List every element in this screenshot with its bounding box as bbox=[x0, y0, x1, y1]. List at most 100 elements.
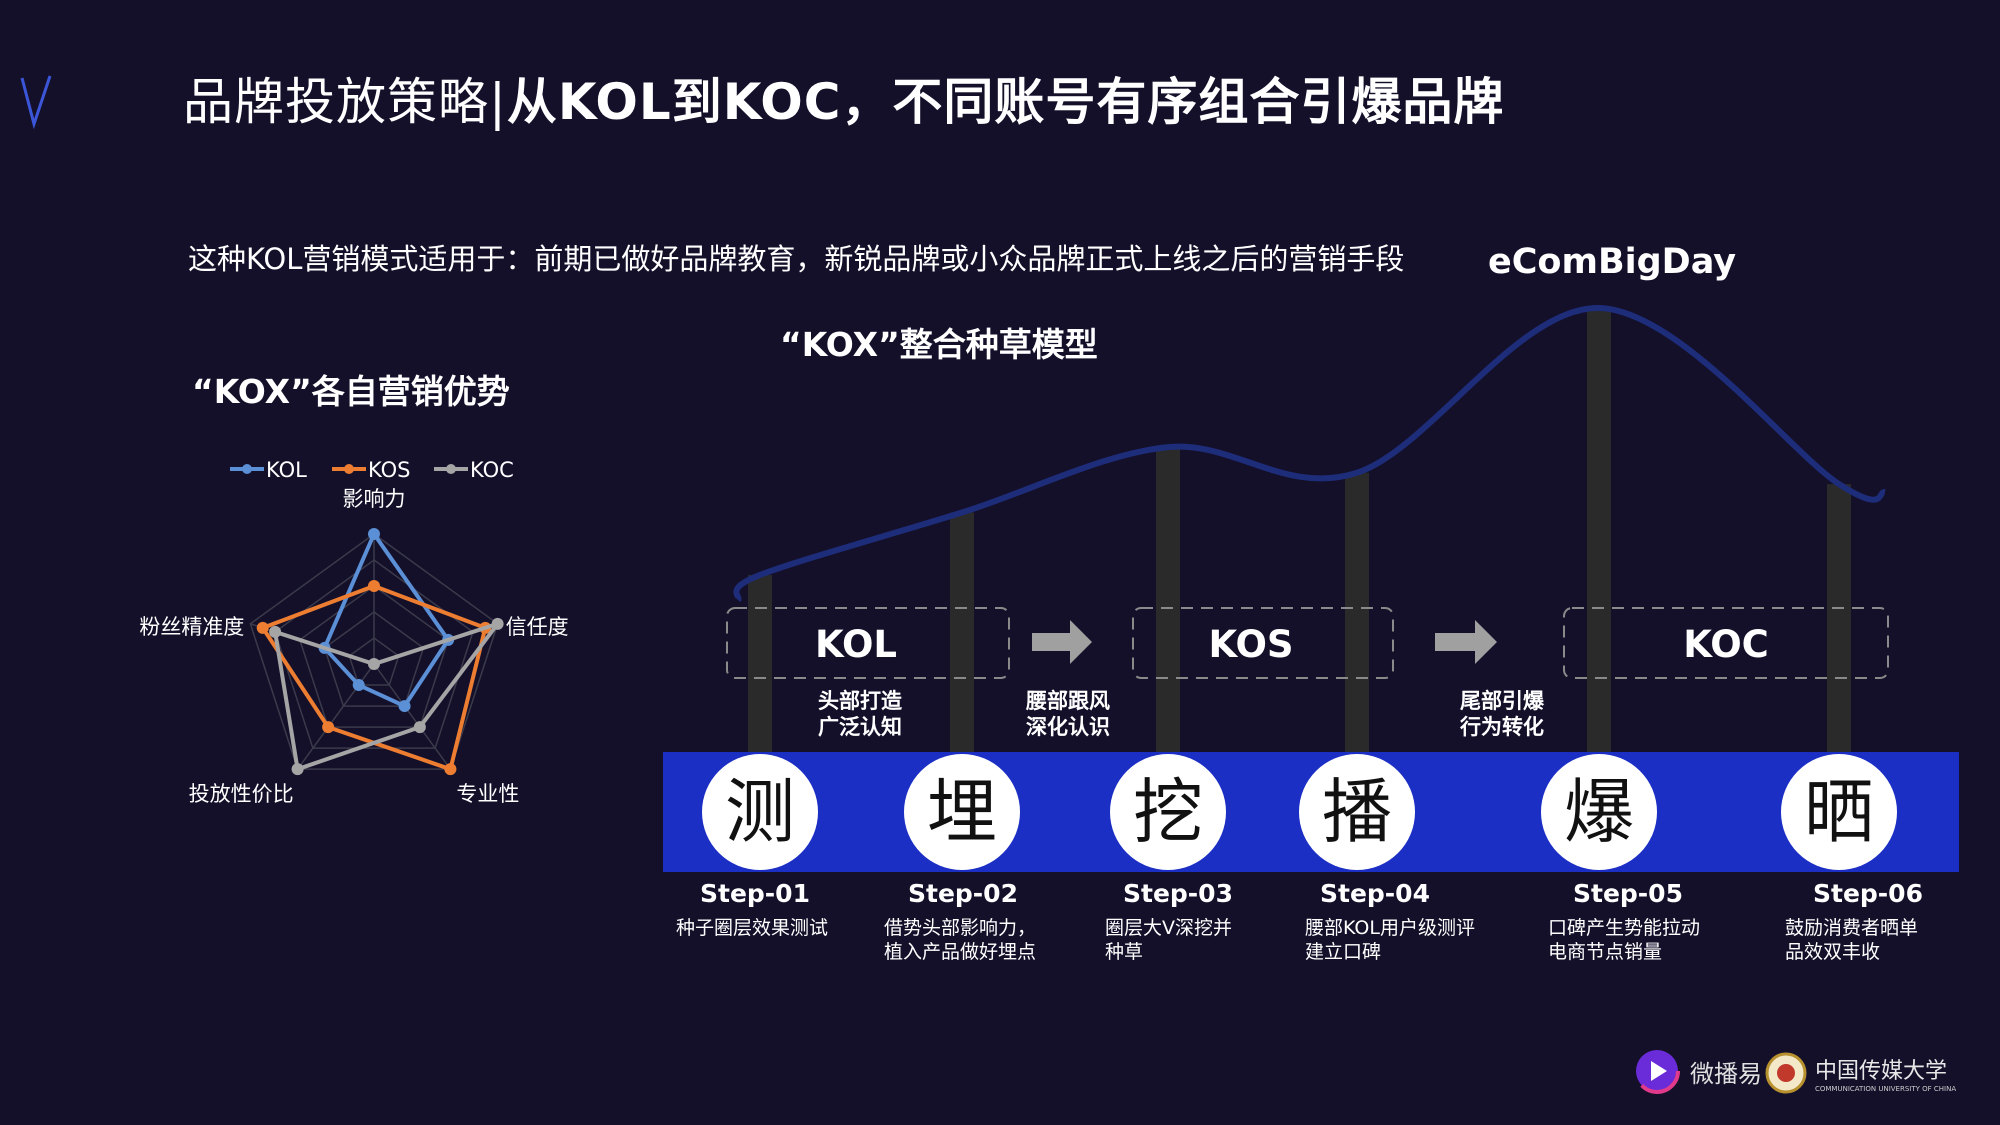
step-circle bbox=[702, 754, 818, 870]
legend-label-koc: KOC bbox=[470, 458, 514, 482]
radar-point-koc bbox=[291, 763, 304, 776]
radar-grid-ring bbox=[323, 611, 425, 707]
weibo-logo-text: 微播易 bbox=[1690, 1059, 1762, 1088]
radar-chart-title: “KOX”各自营销优势 bbox=[192, 372, 510, 411]
stage-desc: 头部打造 bbox=[818, 689, 903, 713]
radar-point-kol bbox=[368, 528, 380, 540]
stage-box-kol bbox=[726, 607, 1010, 679]
radar-series-kos bbox=[260, 584, 488, 772]
heat-curve bbox=[733, 304, 1887, 602]
step-number: Step-06 bbox=[1813, 879, 1923, 908]
model-chart-title: “KOX”整合种草模型 bbox=[780, 325, 1098, 364]
stage-label-kol: KOL bbox=[815, 623, 897, 666]
step-desc: 种草 bbox=[1105, 941, 1143, 963]
subtitle: 这种KOL营销模式适用于：前期已做好品牌教育，新锐品牌或小众品牌正式上线之后的营… bbox=[188, 242, 1405, 276]
stage-box-kos bbox=[1132, 607, 1394, 679]
step-pillar bbox=[1827, 484, 1851, 752]
legend-marker-koc bbox=[446, 464, 456, 474]
corner-decoration bbox=[20, 75, 52, 130]
radar-axis-label: 专业性 bbox=[456, 782, 519, 806]
step-number: Step-03 bbox=[1123, 879, 1233, 908]
step-number: Step-04 bbox=[1320, 879, 1430, 908]
weibo-logo: 微播易 bbox=[1632, 1046, 1762, 1096]
step-desc: 腰部KOL用户级测评 bbox=[1305, 917, 1475, 939]
step-number: Step-01 bbox=[700, 879, 810, 908]
stage-desc: 尾部引爆 bbox=[1460, 689, 1545, 713]
step-char: 测 bbox=[725, 771, 795, 853]
title-main: 品牌投放策略| bbox=[183, 73, 507, 131]
stage-box-koc bbox=[1563, 607, 1889, 679]
step-desc: 圈层大V深挖并 bbox=[1105, 917, 1232, 939]
step-pillar bbox=[748, 574, 772, 752]
radar-axis-label: 粉丝精准度 bbox=[139, 615, 244, 639]
legend-label-kos: KOS bbox=[368, 458, 410, 482]
step-char: 晒 bbox=[1804, 771, 1874, 853]
step-pillar bbox=[950, 512, 974, 752]
step-pillar bbox=[1345, 472, 1369, 752]
radar-point-kos bbox=[256, 621, 269, 634]
page-title: 品牌投放策略|从KOL到KOC，不同账号有序组合引爆品牌 bbox=[183, 62, 1504, 134]
stage-desc: 腰部跟风 bbox=[1025, 689, 1110, 713]
radar-point-koc bbox=[413, 721, 426, 734]
radar-grid-ring bbox=[348, 637, 400, 686]
stage-desc: 深化认识 bbox=[1026, 715, 1110, 739]
step-pillar bbox=[1156, 447, 1180, 752]
radar-spoke bbox=[373, 663, 452, 770]
legend-marker-kos bbox=[344, 464, 354, 474]
stage-label-kos: KOS bbox=[1208, 623, 1293, 666]
title-emphasis: 从KOL到KOC，不同账号有序组合引爆品牌 bbox=[506, 73, 1505, 131]
cuc-logo: 中国传媒大学 COMMUNICATION UNIVERSITY OF CHINA bbox=[1765, 1052, 1956, 1094]
stage-arrow-icon bbox=[1435, 620, 1497, 664]
radar-spoke bbox=[296, 663, 375, 770]
step-char: 挖 bbox=[1133, 771, 1203, 853]
radar-axis-label: 影响力 bbox=[343, 487, 406, 511]
legend-label-kol: KOL bbox=[266, 458, 307, 482]
step-number: Step-05 bbox=[1573, 879, 1683, 908]
university-seal-icon bbox=[1765, 1052, 1807, 1094]
radar-axis-label: 投放性价比 bbox=[189, 782, 294, 806]
radar-series-koc bbox=[273, 621, 500, 772]
step-desc: 种子圈层效果测试 bbox=[676, 917, 828, 939]
play-logo-icon bbox=[1634, 1048, 1680, 1094]
step-char: 埋 bbox=[927, 771, 997, 853]
cuc-logo-subtext: COMMUNICATION UNIVERSITY OF CHINA bbox=[1815, 1085, 1957, 1093]
event-label: eComBigDay bbox=[1488, 242, 1737, 282]
step-desc: 建立口碑 bbox=[1305, 941, 1381, 963]
radar-grid-ring bbox=[274, 559, 474, 749]
step-desc: 品效双丰收 bbox=[1785, 941, 1880, 963]
radar-point-koc bbox=[491, 617, 504, 630]
radar-axis-label: 信任度 bbox=[506, 615, 569, 639]
radar-point-kos bbox=[322, 721, 335, 734]
step-circle bbox=[1110, 754, 1226, 870]
radar-grid-ring bbox=[249, 533, 499, 770]
legend-marker-kol bbox=[242, 464, 252, 474]
step-number: Step-02 bbox=[908, 879, 1018, 908]
step-circle bbox=[1541, 754, 1657, 870]
step-circle bbox=[1781, 754, 1897, 870]
step-desc: 植入产品做好埋点 bbox=[884, 941, 1036, 963]
step-desc: 电商节点销量 bbox=[1548, 941, 1662, 963]
radar-point-kol bbox=[352, 679, 365, 692]
radar-series-kol bbox=[322, 532, 451, 709]
step-desc: 借势头部影响力， bbox=[884, 917, 1036, 939]
stage-desc: 行为转化 bbox=[1459, 715, 1544, 739]
step-desc: 鼓励消费者晒单 bbox=[1785, 917, 1918, 939]
step-desc: 口碑产生势能拉动 bbox=[1548, 917, 1700, 939]
step-char: 爆 bbox=[1564, 771, 1634, 853]
radar-point-koc bbox=[368, 658, 380, 670]
radar-point-kos bbox=[368, 580, 380, 592]
stage-desc: 广泛认知 bbox=[818, 715, 902, 739]
step-circle bbox=[1299, 754, 1415, 870]
radar-point-kos bbox=[444, 763, 457, 776]
step-circle bbox=[904, 754, 1020, 870]
radar-grid-ring bbox=[298, 585, 450, 728]
step-char: 播 bbox=[1322, 771, 1392, 853]
radar-point-kol bbox=[398, 700, 411, 713]
radar-point-koc bbox=[269, 625, 282, 638]
stage-label-koc: KOC bbox=[1683, 623, 1769, 666]
stage-arrow-icon bbox=[1032, 620, 1092, 664]
step-pillar bbox=[1587, 308, 1611, 752]
cuc-logo-text: 中国传媒大学 bbox=[1815, 1059, 1948, 1084]
